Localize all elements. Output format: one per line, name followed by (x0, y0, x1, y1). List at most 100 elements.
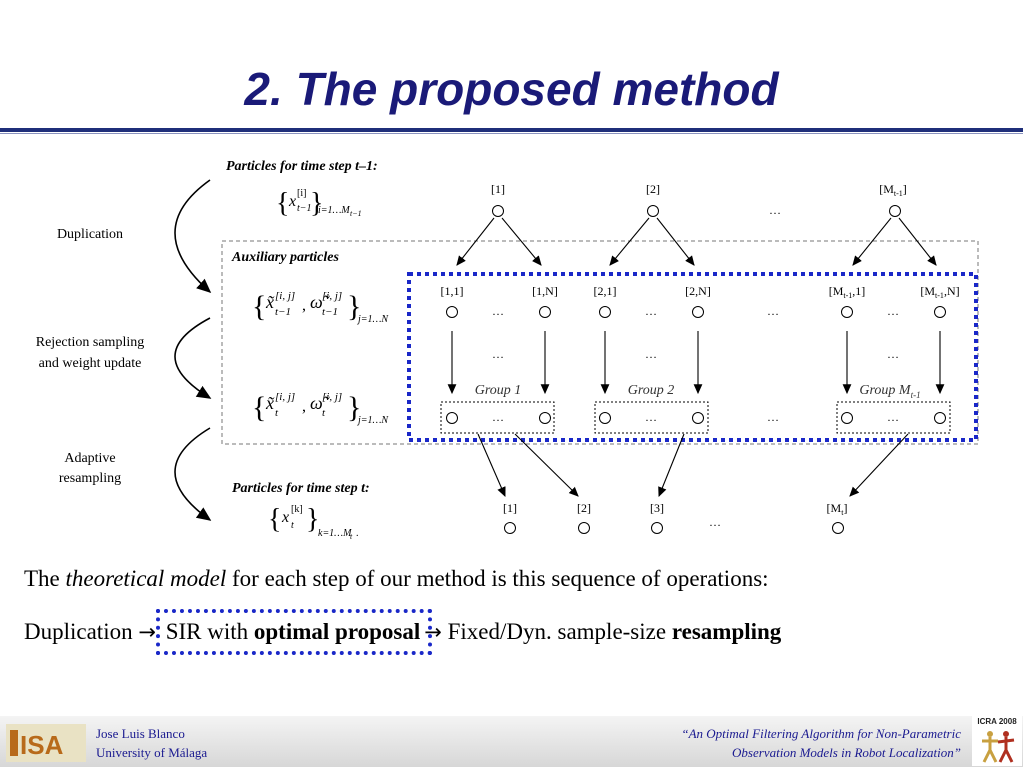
svg-text:t−1: t−1 (297, 203, 312, 214)
aux-bottom-nodes (446, 412, 946, 424)
svg-text:…: … (645, 410, 657, 424)
resampling-arrows (477, 433, 909, 498)
svg-text:{: { (252, 290, 266, 323)
svg-text:[i, j]: [i, j] (322, 391, 342, 403)
svg-text:k=1…M: k=1…M (318, 528, 352, 539)
svg-text:ISA: ISA (20, 730, 64, 760)
paper-title-2: Observation Models in Robot Localization… (732, 745, 961, 760)
svg-text:,: , (302, 297, 306, 314)
label-adaptive-2: resampling (59, 471, 121, 486)
svg-text:}: } (306, 504, 319, 535)
svg-text:}: } (347, 391, 361, 424)
formula-aux-curr: { x̃ [i, j] t , ω̃ [i, j] t } j=1…N (252, 391, 389, 426)
aux-label-1-n: [1,N] (532, 284, 558, 298)
formula-aux-prev: { x̃ [i, j] t−1 , ω̃ [i, j] t−1 } j=1…N (252, 290, 389, 325)
body-line-1: The theoretical model for each step of o… (24, 566, 769, 591)
isa-logo: ISA (6, 724, 86, 762)
svg-text:…: … (492, 410, 504, 424)
svg-text:…: … (767, 410, 779, 424)
aux-bottom-ellipses: … … … … (492, 410, 899, 424)
aux-label-m-n: [Mt-1,N] (920, 284, 959, 300)
svg-text:{: { (268, 504, 281, 535)
svg-text:…: … (645, 304, 657, 318)
svg-text:[i, j]: [i, j] (322, 290, 342, 302)
icra-2008-logo: ICRA 2008 (972, 714, 1022, 766)
svg-text:…: … (645, 347, 657, 361)
rejection-arrows (447, 331, 945, 395)
sir-dotted-outline (155, 609, 433, 655)
curr-node-label-2: [2] (577, 501, 591, 515)
aux-label-1-1: [1,1] (441, 284, 464, 298)
curr-node-label-3: [3] (650, 501, 664, 515)
svg-text:t: t (322, 407, 326, 419)
step-duplication: Duplication (24, 619, 139, 644)
duplication-curve-arrow (174, 179, 212, 294)
svg-text:{: { (276, 188, 289, 219)
svg-text:…: … (492, 347, 504, 361)
aux-top-nodes (446, 306, 946, 318)
svg-text:…: … (492, 304, 504, 318)
label-rejection-2: and weight update (39, 356, 142, 371)
svg-text:t: t (291, 520, 294, 531)
method-diagram: Duplication Rejection sampling and weigh… (36, 159, 979, 541)
svg-text:j=1…N: j=1…N (356, 314, 389, 325)
svg-text:,: , (302, 398, 306, 415)
svg-text:t−1: t−1 (322, 306, 338, 318)
curr-nodes (504, 522, 844, 534)
label-rejection-1: Rejection sampling (36, 335, 144, 350)
svg-text:ICRA 2008: ICRA 2008 (977, 717, 1017, 726)
svg-text:[i]: [i] (297, 188, 306, 199)
slide-title: 2. The proposed method (244, 63, 779, 115)
title-rule (0, 128, 1023, 132)
svg-text:…: … (767, 304, 779, 318)
svg-text:…: … (887, 304, 899, 318)
label-duplication: Duplication (57, 227, 123, 242)
group-label-m: Group Mt-1 (859, 383, 920, 400)
step-resampling-pre: Fixed/Dyn. sample-size (441, 619, 672, 644)
prev-node-label-2: [2] (646, 182, 660, 196)
svg-text:x: x (281, 509, 289, 526)
formula-curr: { x [k] t } k=1…M t . (268, 504, 359, 541)
rejection-curve-arrow (174, 317, 212, 399)
svg-text:[i, j]: [i, j] (275, 290, 295, 302)
prev-node-label-1: [1] (491, 182, 505, 196)
step-resampling: resampling (671, 619, 782, 644)
duplication-arrows (456, 217, 937, 266)
aux-label-m-1: [Mt-1,1] (829, 284, 866, 300)
curr-node-label-1: [1] (503, 501, 517, 515)
aux-top-ellipses: … … … … … … … (492, 304, 899, 361)
svg-text:x̃: x̃ (265, 292, 275, 312)
svg-text:j=1…N: j=1…N (356, 415, 389, 426)
sir-highlight-box (407, 272, 978, 442)
theoretical-model-term: theoretical model (65, 566, 227, 591)
aux-title: Auxiliary particles (231, 250, 340, 265)
formula-prev: { x [i] t−1 } i=1…M t−1 (276, 188, 362, 219)
svg-text:.: . (356, 528, 359, 539)
title-rule-shadow (0, 133, 1023, 134)
curr-step-title: Particles for time step t: (232, 481, 370, 496)
prev-ellipsis: … (769, 203, 781, 217)
svg-text:…: … (887, 347, 899, 361)
step-sir-optimal-proposal: SIR with optimal proposal (155, 609, 433, 655)
prev-step-title: Particles for time step t–1: (226, 159, 378, 174)
svg-text:i=1…M: i=1…M (318, 205, 350, 216)
group-label-2: Group 2 (628, 383, 675, 398)
group-label-1: Group 1 (475, 383, 522, 398)
arrow-1: → (138, 620, 156, 644)
svg-text:t−1: t−1 (275, 306, 291, 318)
aux-particles-box (221, 240, 979, 445)
svg-text:t: t (350, 532, 353, 541)
paper-title-1: “An Optimal Filtering Algorithm for Non-… (681, 726, 961, 741)
curr-ellipsis: … (709, 515, 721, 529)
svg-text:t−1: t−1 (350, 209, 362, 218)
svg-text:…: … (887, 410, 899, 424)
svg-text:[k]: [k] (291, 504, 303, 515)
label-adaptive-1: Adaptive (64, 451, 115, 466)
svg-text:x: x (288, 193, 296, 210)
body-line-2: Duplication → SIR with optimal proposal→… (24, 609, 782, 655)
svg-text:}: } (310, 188, 323, 219)
svg-text:{: { (252, 391, 266, 424)
prev-node-1 (492, 205, 504, 217)
aux-label-2-1: [2,1] (594, 284, 617, 298)
svg-text:[i, j]: [i, j] (275, 391, 295, 403)
